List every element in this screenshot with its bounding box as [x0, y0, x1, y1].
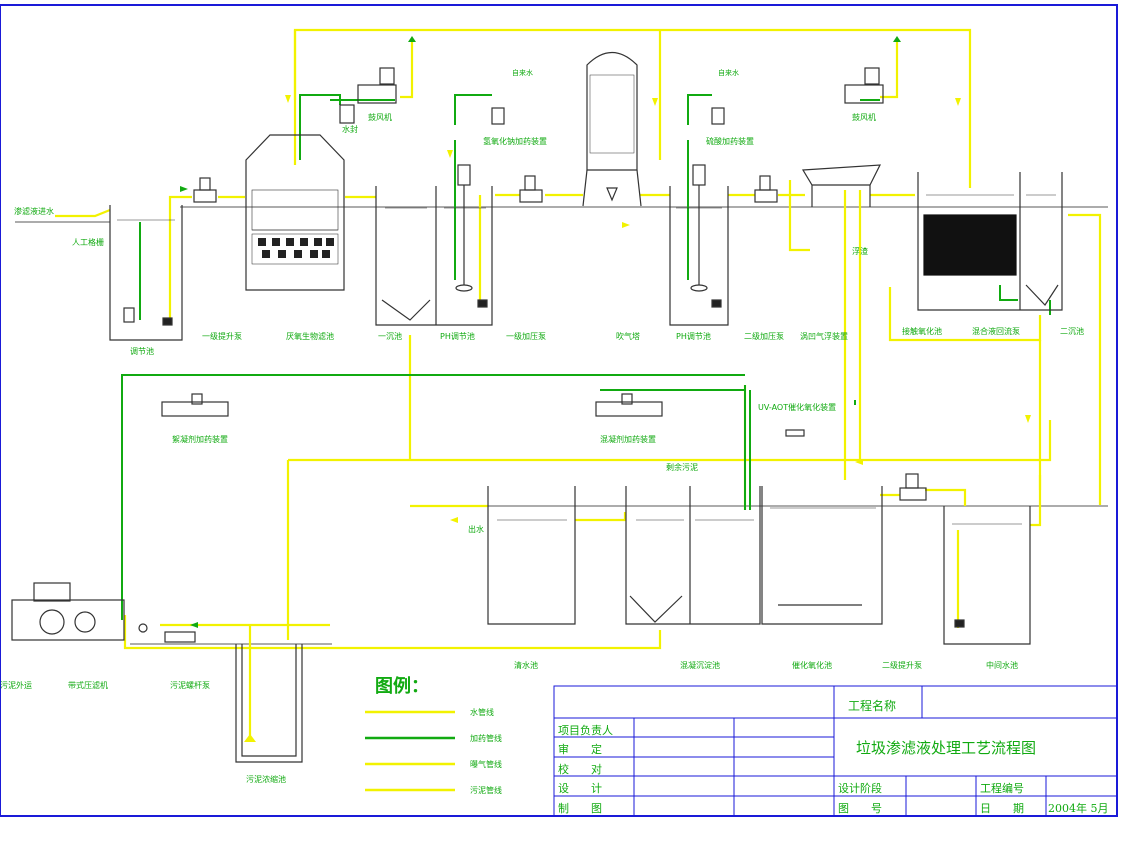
label-tap-water-2: 自来水	[718, 69, 739, 77]
label-inlet: 渗滤液进水	[14, 207, 54, 216]
tb-date-value: 2004年 5月	[1048, 802, 1109, 815]
label-naoh-dosing: 氢氧化钠加药装置	[483, 137, 547, 146]
tb-project-name-label: 工程名称	[848, 699, 897, 713]
label-secondary-settling: 二沉池	[1060, 327, 1084, 336]
label-blower-1: 鼓风机	[368, 113, 392, 122]
label-ph-adjust-1: PH调节池	[440, 332, 475, 341]
label-water-seal: 水封	[342, 125, 358, 134]
label-pressure-pump-1: 一级加压泵	[506, 332, 546, 341]
legend-item-air: 曝气管线	[470, 760, 502, 769]
water-lines	[55, 28, 1102, 738]
label-outlet: 出水	[468, 525, 484, 534]
label-anaerobic-filter: 厌氧生物滤池	[286, 332, 334, 341]
legend-item-sludge: 污泥管线	[470, 786, 502, 795]
filter-media	[251, 233, 339, 265]
label-stripping-tower: 吹气塔	[616, 332, 640, 341]
label-grate: 人工格栅	[72, 238, 104, 247]
label-pressure-pump-2: 二级加压泵	[744, 332, 784, 341]
label-scum: 浮渣	[852, 247, 868, 256]
label-tap-water-1: 自来水	[512, 69, 533, 77]
label-uv-aot: UV-AOT催化氧化装置	[758, 403, 837, 412]
label-sludge-thickener: 污泥浓缩池	[246, 775, 286, 784]
label-coagulant-dosing: 絮凝剂加药装置	[172, 435, 228, 444]
label-clear-tank: 清水池	[514, 661, 538, 670]
tb-check: 校 对	[558, 763, 602, 776]
label-regulating-tank: 调节池	[130, 347, 154, 356]
label-screw-pump: 污泥螺杆泵	[170, 681, 210, 690]
equipment	[11, 51, 1063, 763]
label-air-flotation: 涡凹气浮装置	[800, 332, 848, 341]
legend-title: 图例：	[375, 676, 429, 697]
label-primary-settling: 一沉池	[378, 332, 402, 341]
tb-drawing-no: 图 号	[838, 802, 882, 815]
flow-arrows	[285, 95, 1031, 523]
label-lift-pump-1: 一级提升泵	[202, 332, 242, 341]
label-flotation-dosing: 混凝剂加药装置	[600, 435, 656, 444]
label-mixing-tank: 混合液回流泵	[972, 327, 1020, 336]
dosing-lines	[121, 94, 1051, 620]
label-belt-press: 带式压滤机	[68, 681, 108, 690]
label-blower-2: 鼓风机	[852, 113, 876, 122]
title-block	[553, 685, 1118, 817]
tb-project-lead: 项目负责人	[558, 724, 613, 737]
legend-item-water: 水管线	[470, 708, 494, 717]
label-catalytic-oxidation: 催化氧化池	[792, 661, 832, 670]
tb-design-stage: 设计阶段	[838, 782, 882, 795]
label-lift-pump-2: 二级提升泵	[882, 661, 922, 670]
label-excess-sludge: 剩余污泥	[666, 463, 698, 472]
label-coag-settling: 混凝沉淀池	[680, 661, 720, 670]
label-contact-oxidation: 接触氧化池	[902, 327, 942, 336]
tb-drawing-title: 垃圾渗滤液处理工艺流程图	[856, 739, 1037, 757]
tb-design: 设 计	[558, 782, 602, 795]
tb-project-no: 工程编号	[980, 782, 1024, 795]
label-sludge-out: 污泥外运	[0, 681, 32, 690]
legend-lines	[365, 710, 455, 792]
drawing-border	[0, 4, 1118, 817]
legend-item-dosing: 加药管线	[470, 734, 502, 743]
tb-date-label: 日 期	[980, 802, 1024, 815]
label-ph-adjust-2: PH调节池	[676, 332, 711, 341]
label-intermediate-tank: 中间水池	[986, 661, 1018, 670]
tb-review: 审 定	[558, 743, 602, 756]
ground-lines	[15, 206, 1108, 645]
tb-draft: 制 图	[558, 802, 602, 815]
label-acid-dosing: 硫酸加药装置	[706, 137, 754, 146]
